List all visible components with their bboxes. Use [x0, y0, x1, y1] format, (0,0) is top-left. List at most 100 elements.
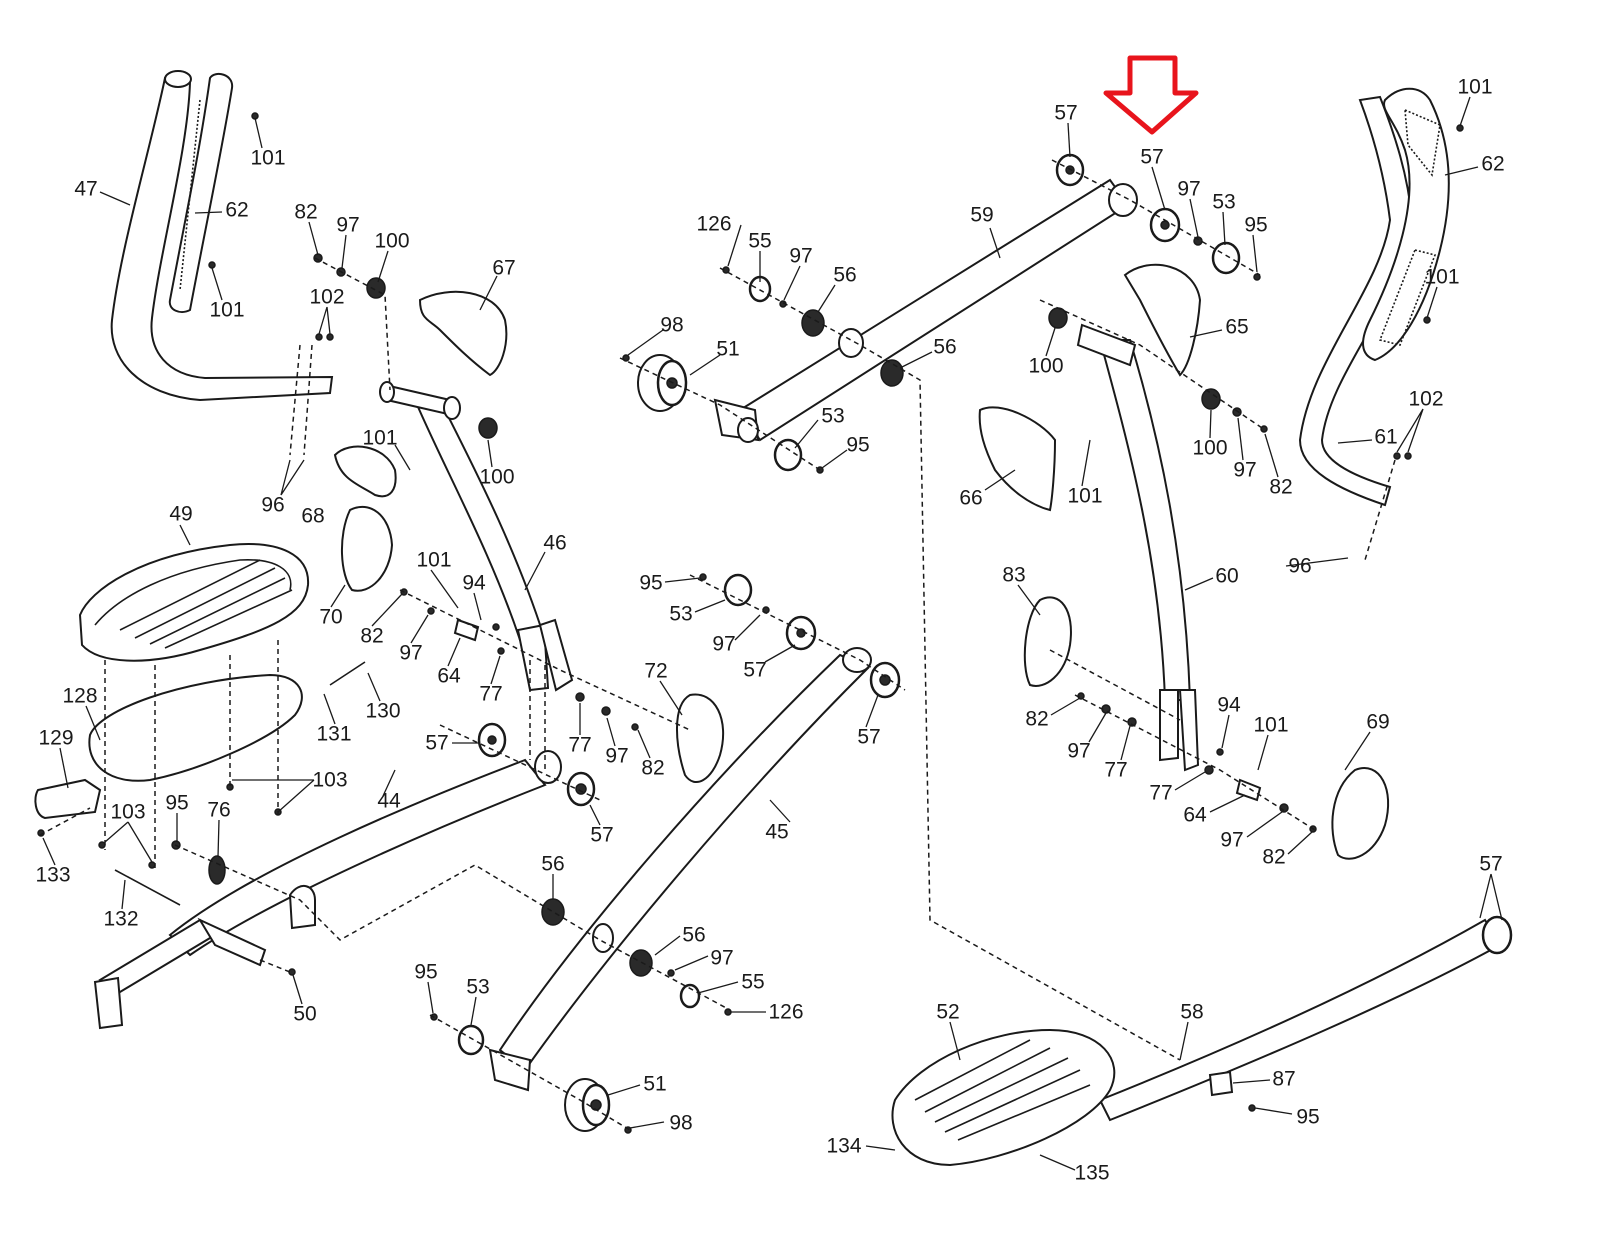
part-label-132: 132	[103, 907, 139, 931]
part-label-98: 98	[660, 313, 684, 337]
part-label-66: 66	[959, 486, 983, 510]
part-label-126: 126	[768, 1000, 804, 1024]
assembly-lines	[39, 159, 1396, 1131]
part-label-50: 50	[293, 1002, 317, 1026]
part-label-98: 98	[669, 1111, 693, 1135]
washer-53	[723, 573, 753, 607]
part-label-97: 97	[336, 213, 360, 237]
bushing-56	[801, 309, 825, 337]
part-label-96: 96	[261, 493, 285, 517]
part-label-52: 52	[936, 1000, 960, 1024]
part-label-56: 56	[833, 263, 857, 287]
part-label-57: 57	[1054, 101, 1078, 125]
part-label-57: 57	[590, 823, 614, 847]
part-label-82: 82	[1269, 475, 1293, 499]
part-label-103: 103	[312, 768, 348, 792]
part-label-97: 97	[1177, 177, 1201, 201]
part-label-53: 53	[466, 975, 490, 999]
part-label-82: 82	[1262, 845, 1286, 869]
part-label-95: 95	[846, 433, 870, 457]
bearing-100	[478, 417, 498, 439]
part-label-76: 76	[207, 798, 231, 822]
part-label-57: 57	[1140, 145, 1164, 169]
part-label-57: 57	[1479, 852, 1503, 876]
part-label-77: 77	[1104, 758, 1128, 782]
part-label-62: 62	[225, 198, 249, 222]
part-label-135: 135	[1074, 1161, 1110, 1185]
left-upright-46	[379, 381, 574, 692]
part-label-101: 101	[416, 548, 452, 572]
part-label-77: 77	[1149, 781, 1173, 805]
axle-132	[114, 869, 181, 906]
part-label-95: 95	[1296, 1105, 1320, 1129]
bearing-100	[1201, 388, 1221, 410]
part-label-64: 64	[1183, 803, 1207, 827]
part-label-131: 131	[316, 722, 352, 746]
part-label-129: 129	[38, 726, 74, 750]
part-label-97: 97	[789, 244, 813, 268]
part-label-69: 69	[1366, 710, 1390, 734]
cover-65	[1123, 263, 1202, 377]
part-label-67: 67	[492, 256, 516, 280]
part-label-97: 97	[712, 632, 736, 656]
pulley-51	[564, 1078, 611, 1132]
base-frame	[93, 917, 267, 1030]
part-label-82: 82	[294, 200, 318, 224]
part-label-101: 101	[1253, 713, 1289, 737]
part-label-102: 102	[309, 285, 345, 309]
part-label-100: 100	[374, 229, 410, 253]
pedal-plate-128	[88, 673, 303, 782]
part-label-68: 68	[301, 504, 325, 528]
part-label-53: 53	[1212, 190, 1236, 214]
bearing-100	[1048, 307, 1068, 329]
part-label-77: 77	[568, 733, 592, 757]
part-label-101: 101	[250, 146, 286, 170]
part-label-57: 57	[857, 725, 881, 749]
part-label-53: 53	[669, 602, 693, 626]
part-label-59: 59	[970, 203, 994, 227]
part-label-49: 49	[169, 502, 193, 526]
cover-69	[1331, 767, 1390, 860]
right-upright-60	[1076, 323, 1200, 772]
right-handlebar-61	[1298, 87, 1450, 507]
part-label-97: 97	[1067, 739, 1091, 763]
part-label-101: 101	[362, 426, 398, 450]
part-label-95: 95	[165, 791, 189, 815]
washer-55	[679, 983, 701, 1009]
part-label-96: 96	[1288, 554, 1312, 578]
left-handlebar-47	[110, 70, 334, 402]
part-label-94: 94	[462, 571, 486, 595]
part-label-101: 101	[1457, 75, 1493, 99]
part-label-51: 51	[643, 1072, 667, 1096]
part-label-94: 94	[1217, 693, 1241, 717]
right-pedal-52	[891, 1028, 1116, 1167]
part-label-44: 44	[377, 789, 401, 813]
part-label-55: 55	[741, 970, 765, 994]
cover-66	[978, 406, 1057, 512]
part-label-56: 56	[541, 852, 565, 876]
part-label-95: 95	[414, 960, 438, 984]
cover-67	[418, 290, 508, 377]
part-label-61: 61	[1374, 425, 1398, 449]
part-label-130: 130	[365, 699, 401, 723]
part-label-56: 56	[933, 335, 957, 359]
part-label-57: 57	[743, 658, 767, 682]
part-label-95: 95	[1244, 213, 1268, 237]
part-label-82: 82	[1025, 707, 1049, 731]
right-pedal-arm-58	[1098, 915, 1513, 1122]
axle-64	[453, 618, 480, 642]
part-label-72: 72	[644, 659, 668, 683]
part-label-83: 83	[1002, 563, 1026, 587]
part-label-133: 133	[35, 863, 71, 887]
part-label-87: 87	[1272, 1067, 1296, 1091]
highlight-arrow-icon	[1103, 55, 1199, 135]
part-label-45: 45	[765, 820, 789, 844]
part-label-97: 97	[1220, 828, 1244, 852]
part-label-58: 58	[1180, 1000, 1204, 1024]
part-label-57: 57	[425, 731, 449, 755]
part-label-47: 47	[74, 177, 98, 201]
left-pedal-49	[78, 543, 310, 662]
part-label-95: 95	[639, 571, 663, 595]
part-label-60: 60	[1215, 564, 1239, 588]
part-label-134: 134	[826, 1134, 862, 1158]
